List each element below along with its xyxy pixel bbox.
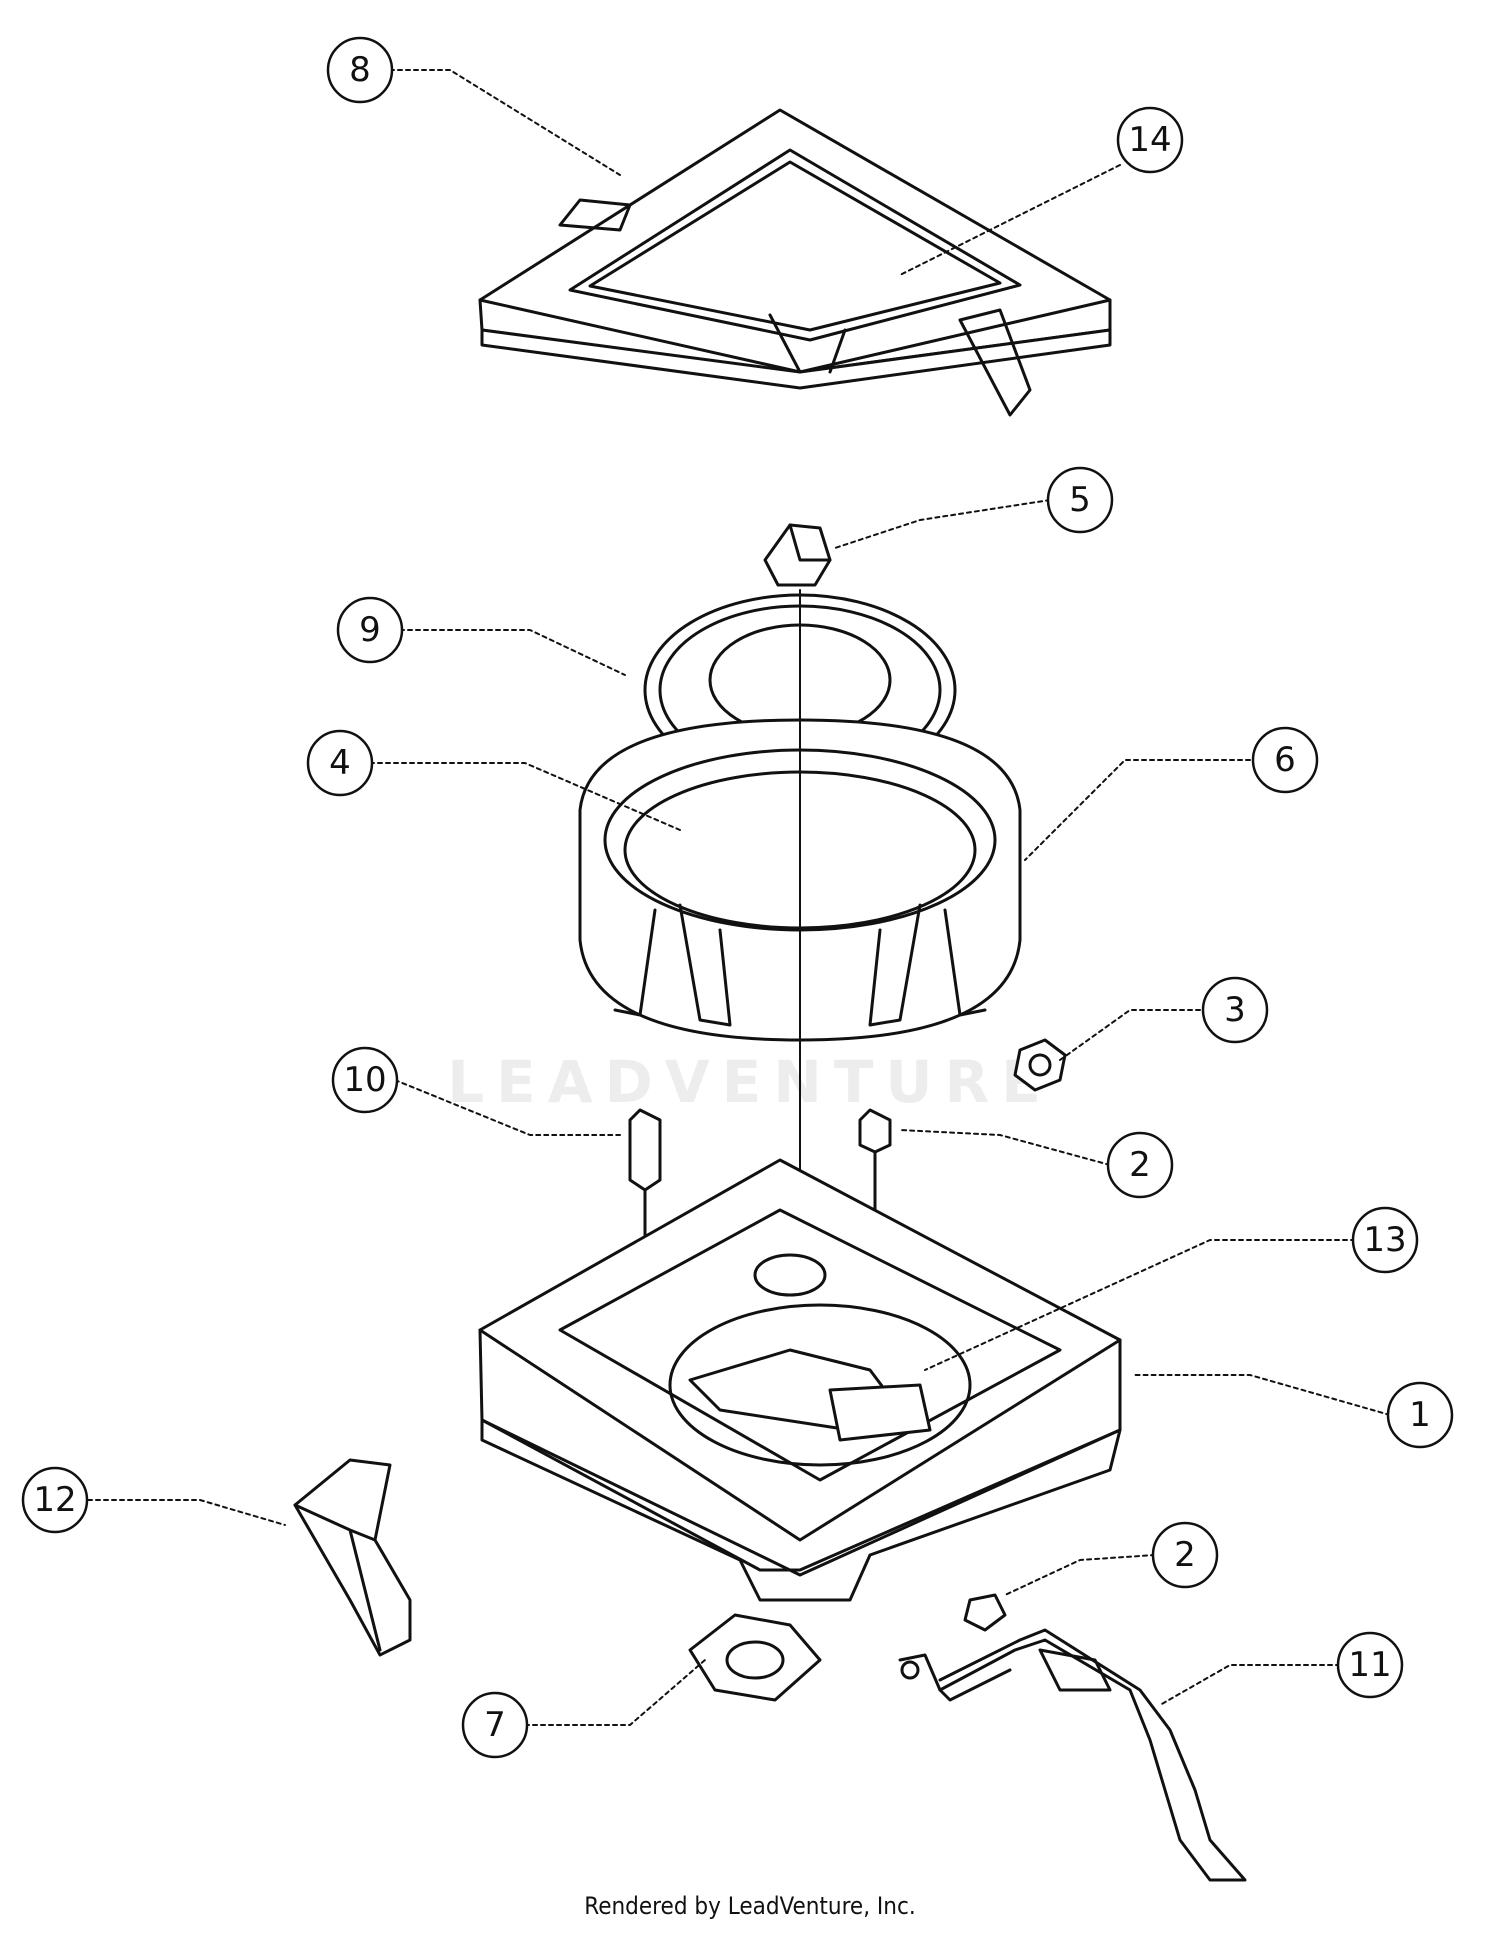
footer-credit: Rendered by LeadVenture, Inc. <box>584 1892 916 1920</box>
callout-label: 10 <box>343 1060 386 1100</box>
callout-circles <box>21 36 1454 1759</box>
strap-bracket-part <box>898 1628 1247 1882</box>
callout-label: 6 <box>1274 740 1296 780</box>
callout-label: 1 <box>1409 1395 1431 1435</box>
callout-label: 14 <box>1128 120 1171 160</box>
hex-nut-part <box>1013 1038 1067 1092</box>
callout-label: 2 <box>1129 1145 1151 1185</box>
callout-label: 9 <box>359 610 381 650</box>
callout-label: 8 <box>349 50 371 90</box>
callout-label: 7 <box>484 1705 506 1745</box>
wing-nut-part <box>763 523 832 587</box>
callout-label: 3 <box>1224 990 1246 1030</box>
callout-label: 11 <box>1348 1645 1391 1685</box>
leader-lines <box>79 69 1391 1726</box>
base-part <box>478 1158 1122 1602</box>
callout-label: 13 <box>1363 1220 1406 1260</box>
callout-label: 5 <box>1069 480 1091 520</box>
callout-label: 12 <box>33 1480 76 1520</box>
callout-label: 2 <box>1174 1535 1196 1575</box>
bolt-part-2-lower <box>963 1593 1007 1632</box>
callout-label: 4 <box>329 743 351 783</box>
gasket-part <box>688 1613 822 1702</box>
bracket-part-12 <box>293 1458 412 1657</box>
cover-part <box>478 108 1112 417</box>
